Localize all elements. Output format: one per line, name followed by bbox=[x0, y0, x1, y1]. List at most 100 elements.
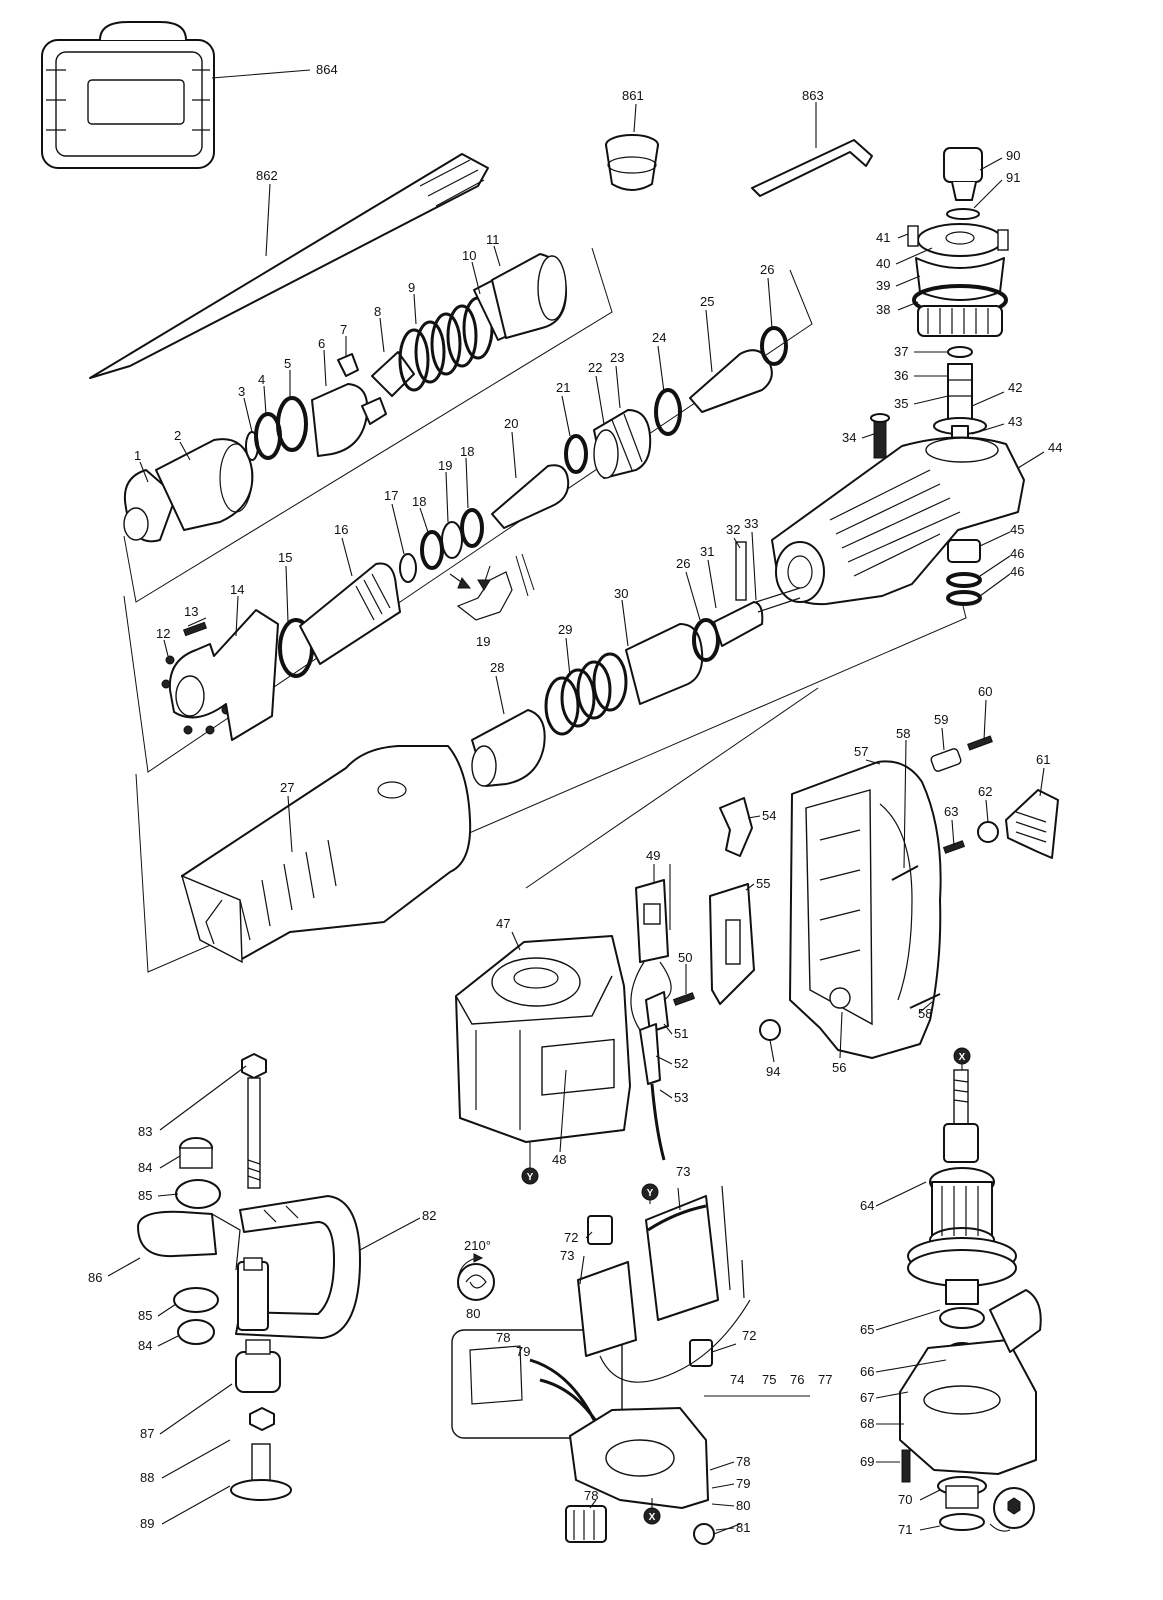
callout-25: 25 bbox=[700, 294, 714, 309]
callout-6: 6 bbox=[318, 336, 325, 351]
callout-864: 864 bbox=[316, 62, 338, 77]
callout-36: 36 bbox=[894, 368, 908, 383]
handle-housing-part bbox=[789, 735, 1059, 1059]
callout-55: 55 bbox=[756, 876, 770, 891]
callout-65: 65 bbox=[860, 1322, 874, 1337]
marker-y-bottom-label: Y bbox=[527, 1172, 534, 1183]
callout-78c: 78 bbox=[584, 1488, 598, 1503]
callout-39: 39 bbox=[876, 278, 890, 293]
callout-71: 71 bbox=[898, 1522, 912, 1537]
callout-72b: 72 bbox=[742, 1328, 756, 1343]
marker-y-top-label: Y bbox=[647, 1188, 654, 1199]
callout-62: 62 bbox=[978, 784, 992, 799]
callout-57: 57 bbox=[854, 744, 868, 759]
callout-16: 16 bbox=[334, 522, 348, 537]
marker-x-top bbox=[953, 1047, 971, 1065]
grease-cap-part bbox=[605, 134, 659, 191]
chisel-part bbox=[89, 153, 489, 379]
callout-18b: 18 bbox=[460, 444, 474, 459]
callout-27: 27 bbox=[280, 780, 294, 795]
connection-markers: X X Y Y bbox=[521, 1047, 971, 1525]
marker-y-bottom bbox=[521, 1167, 539, 1185]
callout-80a: 80 bbox=[466, 1306, 480, 1321]
callout-4: 4 bbox=[258, 372, 265, 387]
callout-60: 60 bbox=[978, 684, 992, 699]
callout-19a: 19 bbox=[438, 458, 452, 473]
callout-862: 862 bbox=[256, 168, 278, 183]
callout-45: 45 bbox=[1010, 522, 1024, 537]
callout-73a: 73 bbox=[560, 1248, 574, 1263]
leader-lines bbox=[107, 69, 1045, 1531]
marker-y-top bbox=[641, 1183, 659, 1201]
angle-annotation: 210° bbox=[464, 1238, 491, 1253]
marker-x-bottom-label: X bbox=[649, 1512, 656, 1523]
callout-3: 3 bbox=[238, 384, 245, 399]
callout-38: 38 bbox=[876, 302, 890, 317]
callout-84a: 84 bbox=[138, 1160, 152, 1175]
switch-parts bbox=[630, 797, 781, 1161]
callout-861: 861 bbox=[622, 88, 644, 103]
barrel-parts-middle bbox=[161, 326, 788, 741]
callout-88: 88 bbox=[140, 1470, 154, 1485]
callout-23: 23 bbox=[610, 350, 624, 365]
callout-90: 90 bbox=[1006, 148, 1020, 163]
outer-shell-part bbox=[180, 745, 472, 964]
callout-11: 11 bbox=[486, 232, 500, 247]
armature-parts bbox=[899, 1069, 1042, 1532]
callout-78a: 78 bbox=[496, 1330, 510, 1345]
callout-20: 20 bbox=[504, 416, 518, 431]
callout-78b: 78 bbox=[736, 1454, 750, 1469]
callout-26a: 26 bbox=[760, 262, 774, 277]
callout-22: 22 bbox=[588, 360, 602, 375]
callout-75: 75 bbox=[762, 1372, 776, 1387]
callout-85a: 85 bbox=[138, 1188, 152, 1203]
callout-49: 49 bbox=[646, 848, 660, 863]
callout-70: 70 bbox=[898, 1492, 912, 1507]
callout-33: 33 bbox=[744, 516, 758, 531]
callout-82: 82 bbox=[422, 1208, 436, 1223]
callout-52: 52 bbox=[674, 1056, 688, 1071]
callout-26b: 26 bbox=[676, 556, 690, 571]
callout-30: 30 bbox=[614, 586, 628, 601]
callout-863: 863 bbox=[802, 88, 824, 103]
crank-housing-part bbox=[771, 436, 1025, 606]
callout-56: 56 bbox=[832, 1060, 846, 1075]
callout-8: 8 bbox=[374, 304, 381, 319]
callout-66: 66 bbox=[860, 1364, 874, 1379]
callout-35: 35 bbox=[894, 396, 908, 411]
callout-89: 89 bbox=[140, 1516, 154, 1531]
callout-67: 67 bbox=[860, 1390, 874, 1405]
callout-12: 12 bbox=[156, 626, 170, 641]
callout-13: 13 bbox=[184, 604, 198, 619]
callout-81: 81 bbox=[736, 1520, 750, 1535]
callout-15: 15 bbox=[278, 550, 292, 565]
callout-61: 61 bbox=[1036, 752, 1050, 767]
callout-28: 28 bbox=[490, 660, 504, 675]
callout-46a: 46 bbox=[1010, 546, 1024, 561]
callout-29: 29 bbox=[558, 622, 572, 637]
marker-x-top-label: X bbox=[959, 1052, 966, 1063]
callout-44: 44 bbox=[1048, 440, 1062, 455]
callout-19b: 19 bbox=[476, 634, 490, 649]
callout-50: 50 bbox=[678, 950, 692, 965]
callout-40: 40 bbox=[876, 256, 890, 271]
callout-58b: 58 bbox=[918, 1006, 932, 1021]
group-boundaries bbox=[123, 247, 967, 973]
callout-54: 54 bbox=[762, 808, 776, 823]
callout-37: 37 bbox=[894, 344, 908, 359]
callout-84b: 84 bbox=[138, 1338, 152, 1353]
callout-31: 31 bbox=[700, 544, 714, 559]
callout-76: 76 bbox=[790, 1372, 804, 1387]
hex-key-part bbox=[751, 139, 873, 197]
callout-7: 7 bbox=[340, 322, 347, 337]
callout-48: 48 bbox=[552, 1152, 566, 1167]
callout-1: 1 bbox=[134, 448, 141, 463]
callout-85b: 85 bbox=[138, 1308, 152, 1323]
side-handle-parts bbox=[137, 1053, 361, 1501]
callout-47: 47 bbox=[496, 916, 510, 931]
callout-32: 32 bbox=[726, 522, 740, 537]
callout-72a: 72 bbox=[564, 1230, 578, 1245]
callout-79a: 79 bbox=[516, 1344, 530, 1359]
barrel-parts-lower bbox=[471, 541, 801, 787]
